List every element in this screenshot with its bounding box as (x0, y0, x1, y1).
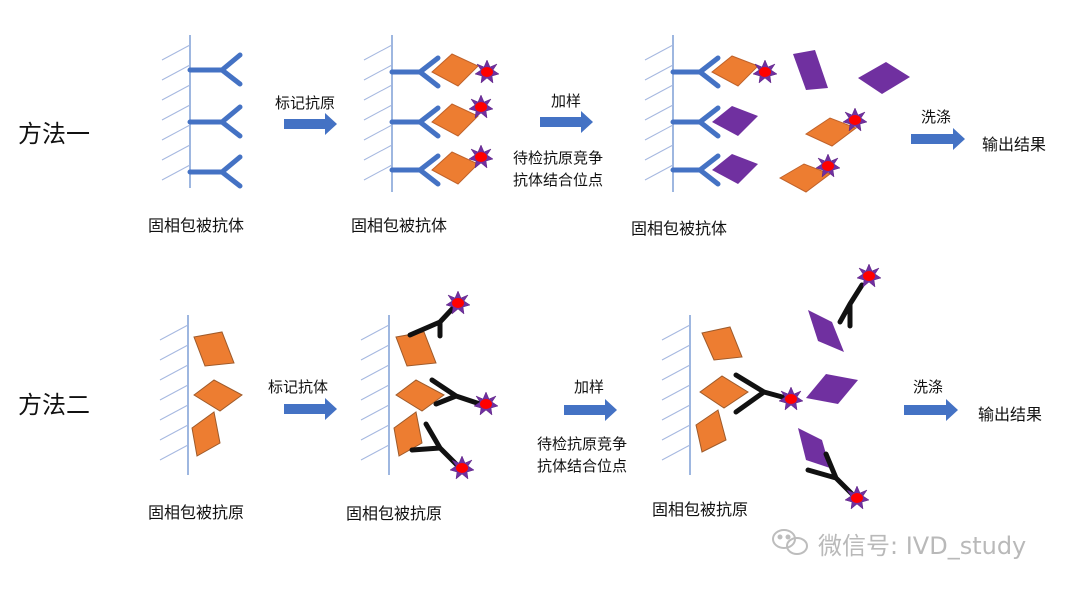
m2-step2-label: 加样 (574, 378, 605, 396)
m1-panel2 (363, 35, 500, 192)
m1-panel1-label: 固相包被抗体 (148, 216, 245, 235)
m2-panel3 (661, 263, 882, 510)
m2-panel3-label: 固相包被抗原 (652, 500, 749, 519)
m2-panel1-label: 固相包被抗原 (148, 503, 245, 522)
m1-note: 待检抗原竞争 抗体结合位点 (513, 147, 603, 191)
m1-note-line1: 待检抗原竞争 (513, 149, 604, 167)
m1-panel2-label: 固相包被抗体 (351, 216, 448, 235)
method1-title: 方法一 (18, 120, 90, 148)
m2-note: 待检抗原竞争 抗体结合位点 (537, 433, 627, 477)
m2-arrows (284, 398, 958, 421)
m2-step1-label: 标记抗体 (268, 378, 329, 396)
m1-panel3 (644, 35, 910, 193)
m2-step3-label: 洗涤 (913, 378, 944, 396)
m1-step1-label: 标记抗原 (275, 94, 336, 112)
m1-note-line2: 抗体结合位点 (513, 171, 604, 189)
m1-panel3-label: 固相包被抗体 (631, 219, 728, 238)
m1-step3-label: 洗涤 (921, 108, 952, 126)
m1-step2-label: 加样 (551, 92, 582, 110)
wechat-icon (772, 529, 808, 555)
method2-title: 方法二 (18, 391, 90, 419)
m2-panel1 (159, 315, 243, 475)
m2-panel2-label: 固相包被抗原 (346, 504, 443, 523)
m2-note-line2: 抗体结合位点 (537, 457, 628, 475)
m1-result: 输出结果 (982, 135, 1047, 154)
watermark: 微信号: IVD_study (818, 532, 1027, 560)
m2-note-line1: 待检抗原竞争 (537, 435, 628, 453)
m1-arrows (284, 111, 965, 150)
m2-panel2 (360, 290, 499, 480)
m1-panel1 (161, 35, 243, 189)
m2-result: 输出结果 (978, 405, 1043, 424)
